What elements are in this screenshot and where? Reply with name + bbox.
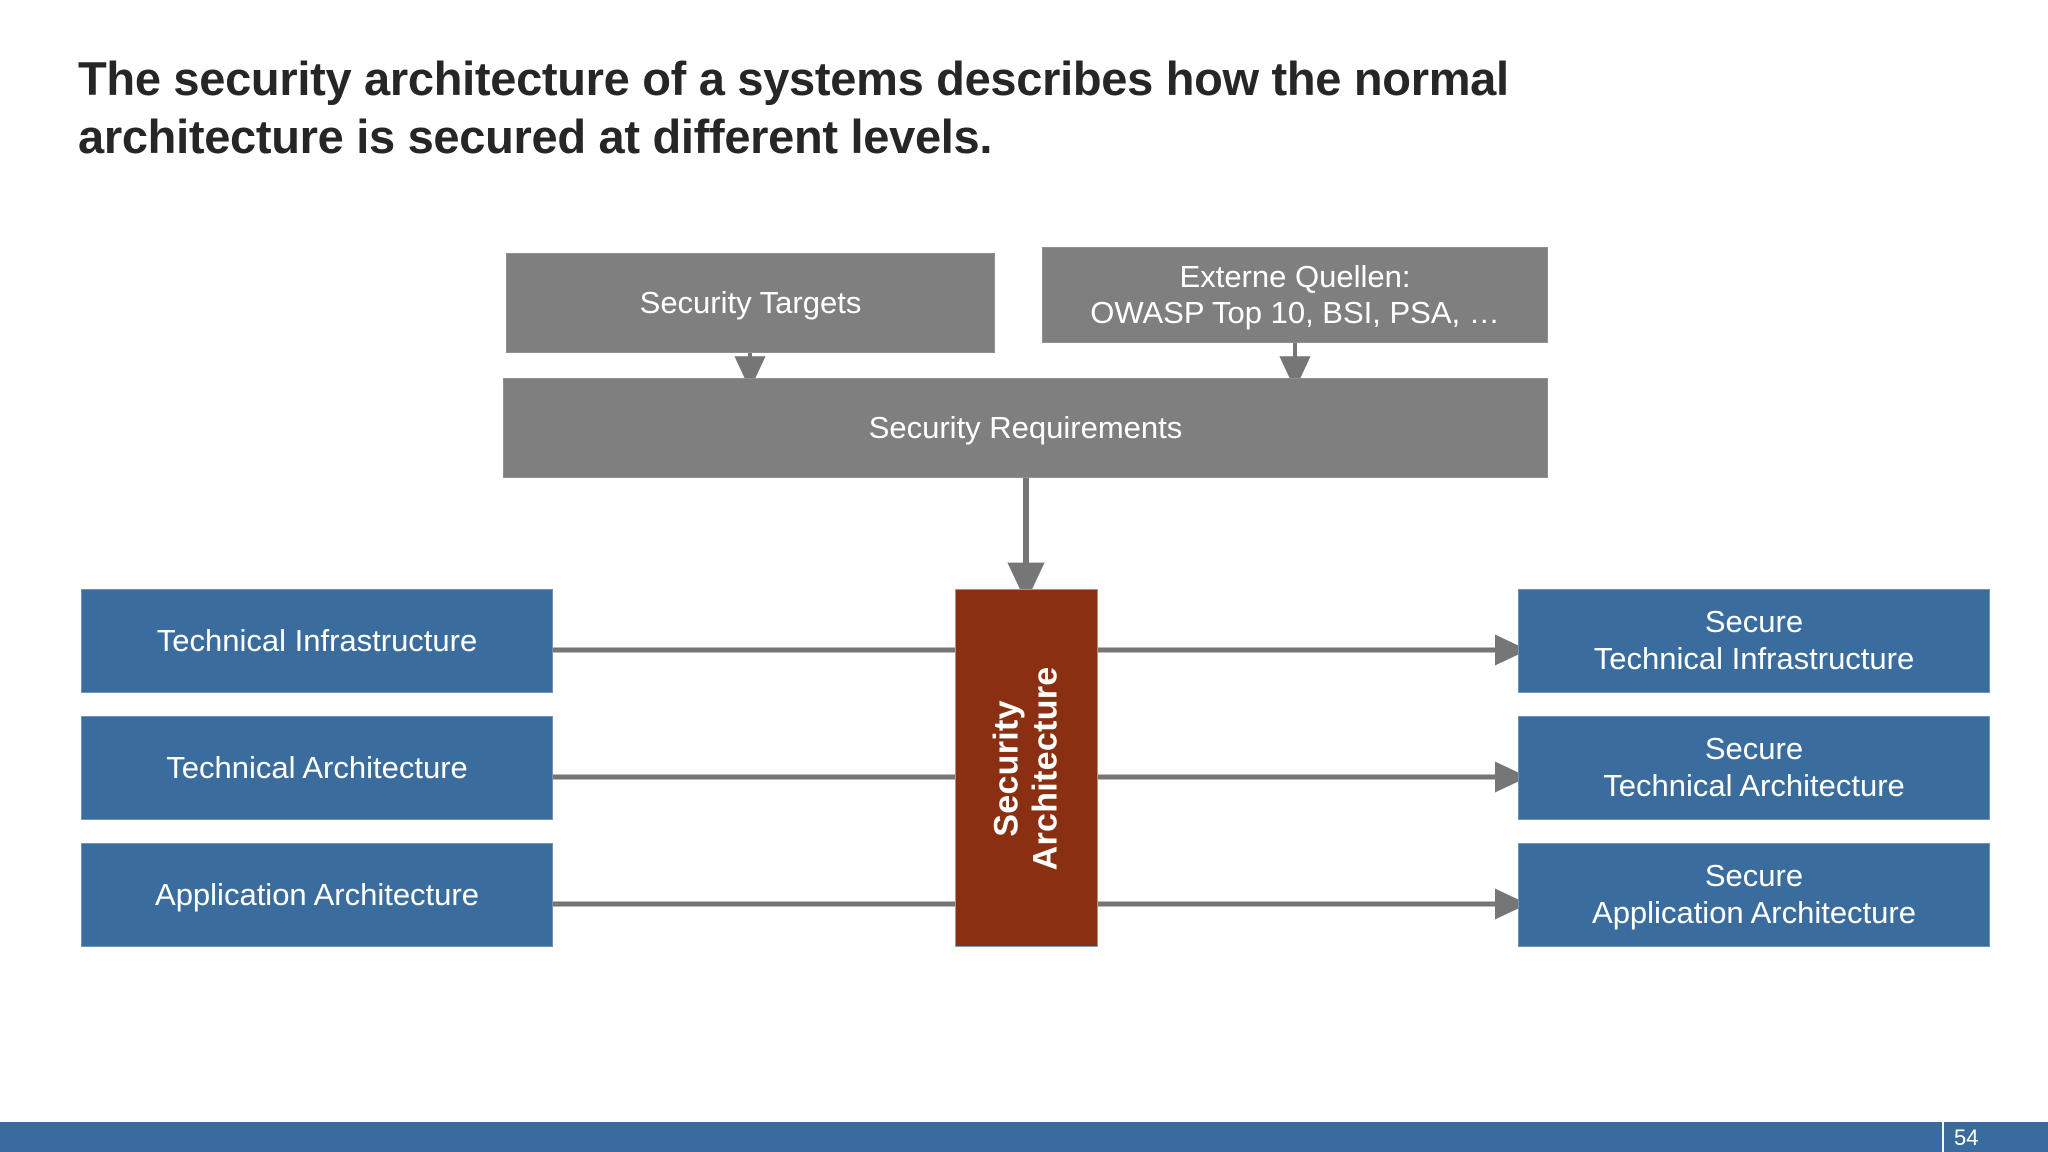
footer-bar bbox=[0, 1122, 2048, 1152]
node-security-architecture[interactable]: Security Architecture bbox=[955, 589, 1098, 947]
page-title: The security architecture of a systems d… bbox=[78, 52, 1509, 163]
page-number: 54 bbox=[1954, 1125, 1979, 1150]
footer-divider bbox=[1942, 1122, 1944, 1152]
node-external-sources[interactable]: Externe Quellen: OWASP Top 10, BSI, PSA,… bbox=[1042, 247, 1548, 343]
node-security-targets[interactable]: Security Targets bbox=[506, 253, 995, 353]
node-application-architecture[interactable]: Application Architecture bbox=[81, 843, 553, 947]
node-secure-technical-architecture[interactable]: Secure Technical Architecture bbox=[1518, 716, 1990, 820]
node-technical-infrastructure[interactable]: Technical Infrastructure bbox=[81, 589, 553, 693]
node-secure-application-architecture[interactable]: Secure Application Architecture bbox=[1518, 843, 1990, 947]
node-secure-technical-infrastructure[interactable]: Secure Technical Infrastructure bbox=[1518, 589, 1990, 693]
node-technical-architecture[interactable]: Technical Architecture bbox=[81, 716, 553, 820]
security-architecture-label: Security Architecture bbox=[987, 666, 1065, 870]
node-security-requirements[interactable]: Security Requirements bbox=[503, 378, 1548, 478]
